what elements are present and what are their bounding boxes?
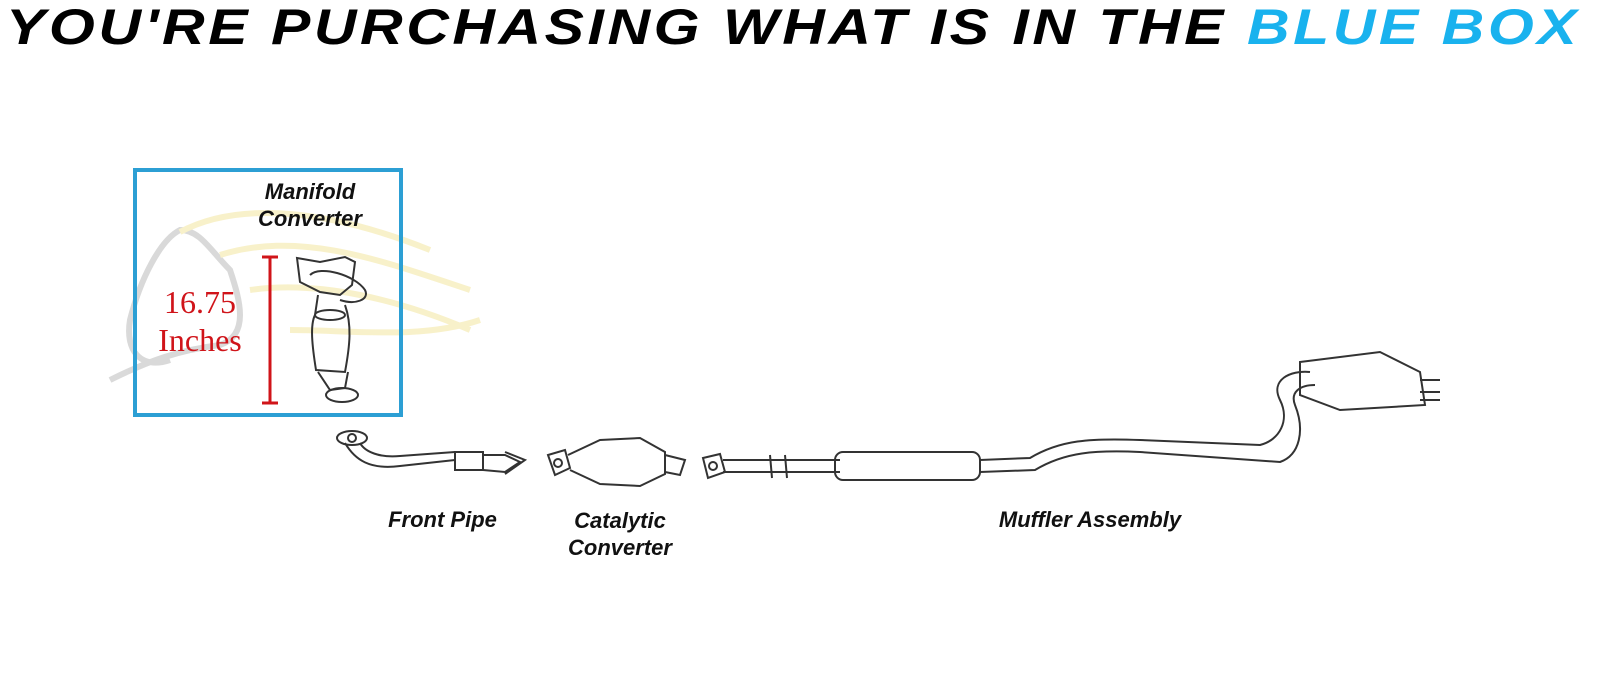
dimension-unit: Inches — [158, 322, 242, 358]
dimension-value: 16.75 — [164, 284, 236, 320]
headline: YOU'RE PURCHASING WHAT IS IN THE BLUE BO… — [6, 0, 1580, 54]
muffler-assembly-drawing — [701, 350, 1440, 481]
headline-prefix: YOU'RE PURCHASING WHAT IS IN THE — [6, 0, 1247, 55]
manifold-label-line1: Manifold — [264, 179, 356, 204]
headline-highlight: BLUE BOX — [1246, 0, 1581, 55]
manifold-converter-drawing — [295, 255, 367, 403]
front-pipe-drawing — [336, 430, 528, 475]
catalytic-label-line1: Catalytic — [574, 508, 666, 533]
catalytic-converter-label: Catalytic Converter — [545, 507, 695, 561]
catalytic-converter-drawing — [546, 436, 687, 488]
purchase-highlight-box — [133, 168, 403, 417]
manifold-label-line2: Converter — [258, 206, 362, 231]
muffler-assembly-label: Muffler Assembly — [998, 507, 1182, 532]
dimension-line — [262, 255, 278, 405]
catalytic-label-line2: Converter — [568, 535, 672, 560]
manifold-converter-label: Manifold Converter — [240, 178, 380, 232]
front-pipe-label: Front Pipe — [388, 507, 497, 532]
dimension-label: 16.75 Inches — [140, 283, 260, 359]
